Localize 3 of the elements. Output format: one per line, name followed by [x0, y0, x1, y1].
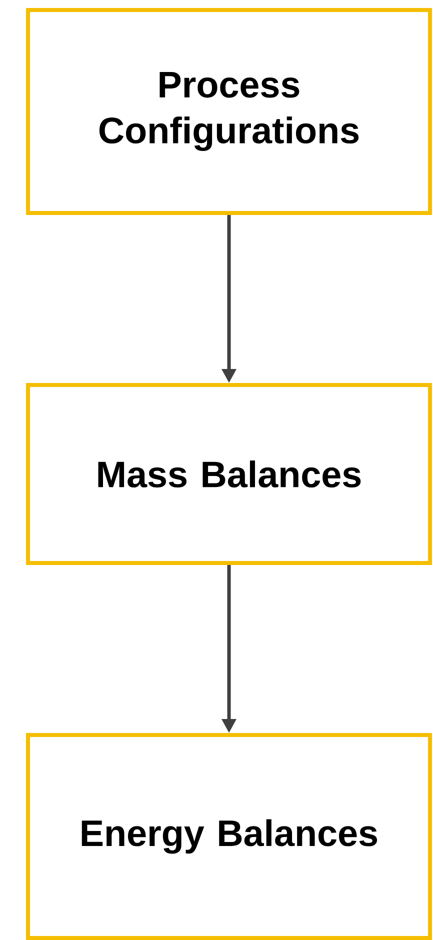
process-box: Energy Balances: [26, 733, 432, 940]
process-box: Process Configurations: [26, 8, 432, 215]
process-box: Mass Balances: [26, 383, 432, 565]
